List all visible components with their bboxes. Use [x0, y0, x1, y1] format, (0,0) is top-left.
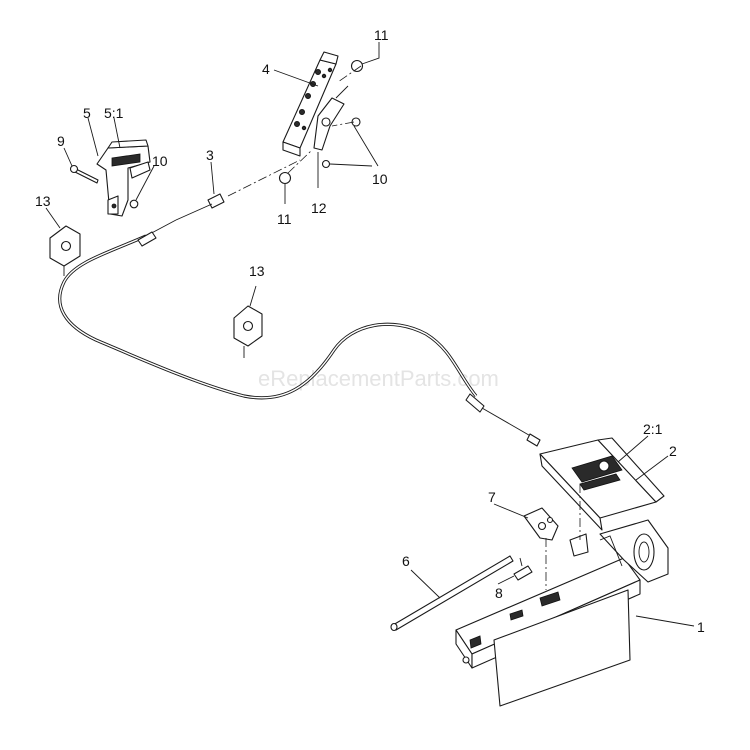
part-12-lever[interactable] [313, 85, 349, 151]
part-3-cable-fitting[interactable] [175, 193, 225, 221]
callout-6: 6 [402, 553, 410, 569]
callout-3: 3 [206, 147, 214, 163]
part-11-cap-bottom[interactable] [278, 171, 292, 185]
callout-2: 2 [669, 443, 677, 459]
part-9-bolt[interactable] [69, 164, 99, 184]
callout-9: 9 [57, 133, 65, 149]
callout-8: 8 [495, 585, 503, 601]
assembly-line-nut [331, 121, 355, 127]
part-8-clip[interactable] [513, 557, 533, 581]
part-11-cap-top[interactable] [350, 59, 364, 73]
part-13-clip-center[interactable] [233, 305, 263, 358]
callout-labels: 11 4 5 5:1 9 10 3 10 12 11 13 13 2:1 2 7… [35, 27, 705, 635]
callout-11-top: 11 [374, 27, 389, 43]
callout-13-left: 13 [35, 193, 51, 209]
part-7-bracket[interactable] [523, 507, 559, 541]
assembly-line-11-top [337, 65, 362, 83]
callout-10-right: 10 [372, 171, 388, 187]
part-10-nut-left[interactable] [129, 199, 139, 209]
callout-4: 4 [262, 61, 270, 77]
callout-13-center: 13 [249, 263, 265, 279]
callout-11-bottom: 11 [277, 211, 292, 227]
part-5-control-bracket[interactable] [96, 139, 151, 217]
part-6-rod[interactable] [390, 555, 514, 632]
callout-2-1: 2:1 [643, 421, 663, 437]
part-10-nut-right[interactable] [321, 117, 361, 169]
callout-12: 12 [311, 200, 327, 216]
part-13-clip-left[interactable] [49, 225, 81, 276]
assembly-line-11-bottom [287, 149, 313, 174]
assembly-line-cable-lever [227, 159, 301, 197]
part-1-main-housing[interactable] [455, 519, 669, 707]
callout-10-left: 10 [152, 153, 168, 169]
part-4-lever-bracket[interactable] [282, 51, 339, 157]
control-cable[interactable] [58, 219, 541, 447]
leader-lines [45, 42, 695, 627]
callout-5: 5 [83, 105, 91, 121]
callout-1: 1 [697, 619, 705, 635]
callout-7: 7 [488, 489, 496, 505]
callout-5-1: 5:1 [104, 105, 124, 121]
part-2-cover[interactable] [539, 437, 665, 531]
